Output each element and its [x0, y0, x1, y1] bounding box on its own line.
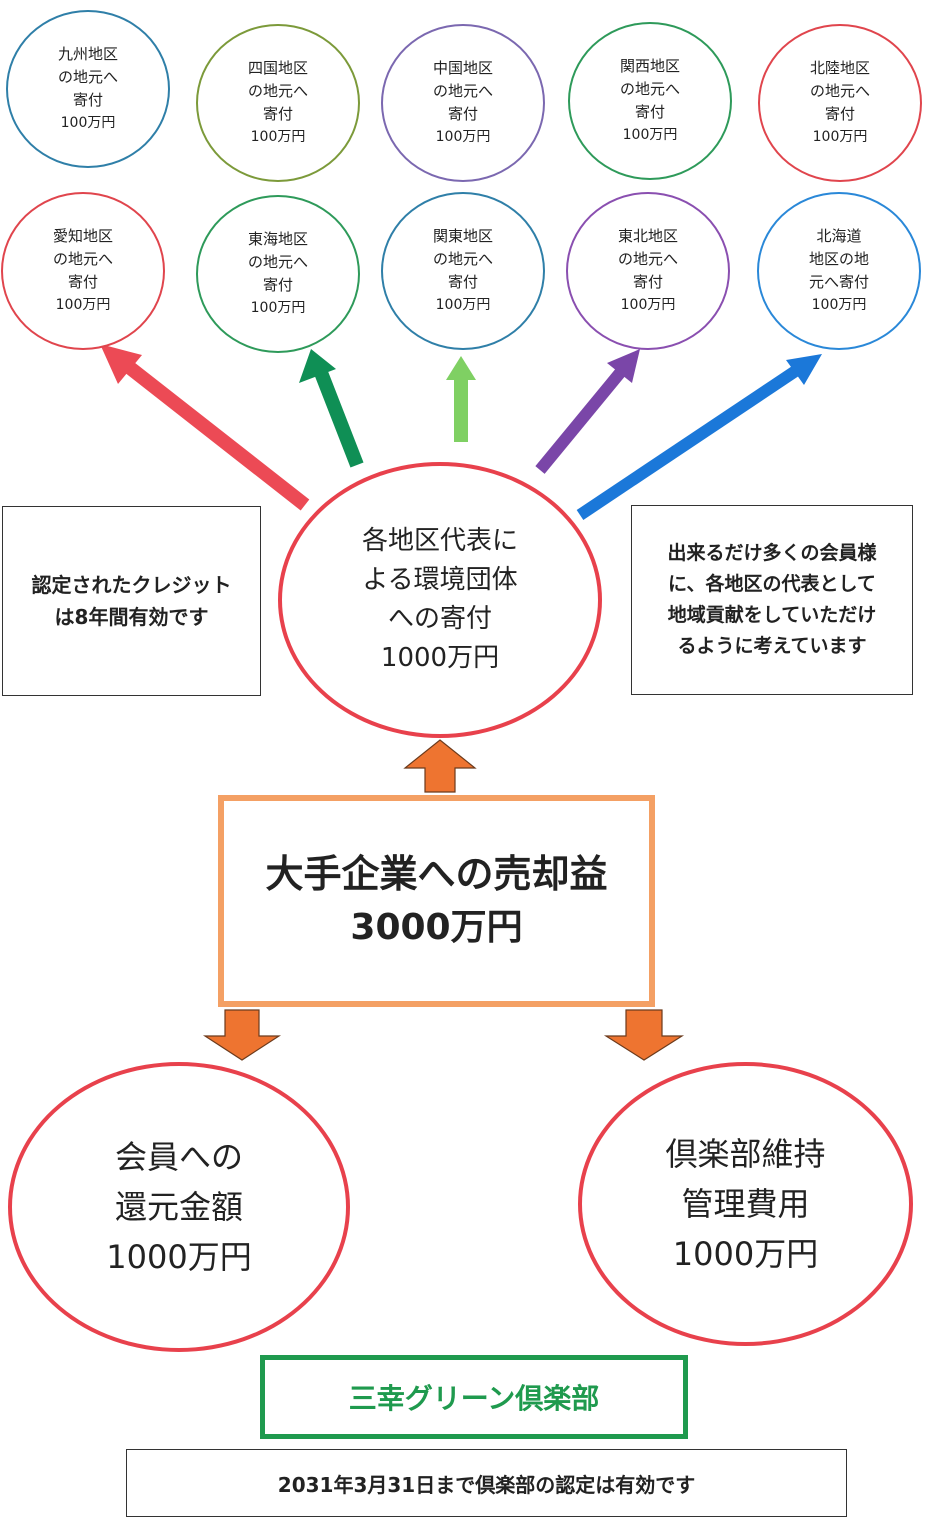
region-line: の地元へ	[432, 250, 493, 268]
sale-profit-box: 大手企業への売却益 3000万円	[218, 795, 655, 1007]
region-line: の地元へ	[432, 82, 493, 100]
club-name: 三幸グリーン倶楽部	[348, 1382, 600, 1415]
note-credit-validity: 認定されたクレジット は8年間有効です	[2, 506, 261, 696]
sale-title: 大手企業への売却益	[265, 852, 608, 896]
club-cost-line: 倶楽部維持	[665, 1135, 826, 1173]
center-amount: 1000万円	[380, 643, 500, 673]
region-line: 九州地区	[57, 45, 118, 63]
club-cost-circle: 倶楽部維持 管理費用 1000万円	[578, 1062, 913, 1346]
down-arrow-right-icon	[603, 1009, 685, 1061]
note-line: 認定されたクレジット	[31, 573, 232, 597]
region-line: 元へ寄付	[808, 273, 869, 291]
region-line: の地元へ	[247, 82, 308, 100]
region-line: 東北地区	[617, 227, 678, 245]
center-line: よる環境団体	[362, 565, 518, 595]
center-line: 各地区代表に	[361, 526, 518, 556]
region-line: の地元へ	[617, 250, 678, 268]
note-member-contribution: 出来るだけ多くの会員様 に、各地区の代表として 地域貢献をしていただけ るように…	[631, 505, 913, 695]
arrowhead-hokkaido-icon	[786, 354, 822, 385]
arrow-to-hokkaido	[576, 363, 804, 520]
region-line: 寄付	[67, 273, 98, 291]
center-donation-circle: 各地区代表に よる環境団体 への寄付 1000万円	[278, 462, 602, 738]
validity-note: 2031年3月31日まで倶楽部の認定は有効です	[126, 1449, 847, 1517]
validity-text: 2031年3月31日まで倶楽部の認定は有効です	[277, 1472, 696, 1497]
member-return-line: 還元金額	[114, 1188, 243, 1226]
member-return-circle: 会員への 還元金額 1000万円	[8, 1062, 350, 1352]
region-line: 東海地区	[247, 230, 308, 248]
region-amount: 100万円	[811, 297, 867, 313]
region-circle-chugoku: 中国地区 の地元へ 寄付 100万円	[381, 24, 545, 182]
region-line: 寄付	[262, 105, 293, 123]
arrowhead-tokai-icon	[299, 349, 336, 383]
club-cost-line: 管理費用	[681, 1185, 810, 1223]
region-amount: 100万円	[622, 127, 678, 143]
member-return-line: 会員への	[114, 1138, 243, 1176]
region-line: の地元へ	[619, 80, 680, 98]
region-line: 寄付	[634, 103, 665, 121]
region-line: の地元へ	[809, 82, 870, 100]
arrowhead-kanto-icon	[446, 356, 476, 380]
region-line: 地区の地	[808, 250, 869, 268]
arrowhead-aichi-icon	[100, 344, 142, 384]
club-name-box: 三幸グリーン倶楽部	[260, 1355, 688, 1439]
region-amount: 100万円	[620, 297, 676, 313]
club-cost-amount: 1000万円	[672, 1235, 819, 1273]
region-amount: 100万円	[55, 297, 111, 313]
arrow-to-aichi	[115, 354, 310, 511]
region-line: の地元へ	[57, 68, 118, 86]
region-circle-tokai: 東海地区 の地元へ 寄付 100万円	[196, 195, 360, 353]
note-line: 地域貢献をしていただけ	[667, 604, 877, 626]
region-line: 寄付	[824, 105, 855, 123]
note-line: に、各地区の代表として	[668, 573, 876, 595]
region-circle-kansai: 関西地区 の地元へ 寄付 100万円	[568, 22, 732, 180]
member-return-amount: 1000万円	[106, 1238, 252, 1276]
region-line: 愛知地区	[52, 227, 113, 245]
note-line: は8年間有効です	[54, 605, 209, 629]
sale-amount: 3000万円	[350, 907, 523, 948]
region-circle-hokkaido: 北海道 地区の地 元へ寄付 100万円	[757, 192, 921, 350]
region-amount: 100万円	[250, 300, 306, 316]
note-line: るように考えています	[677, 635, 867, 657]
region-line: 寄付	[447, 105, 478, 123]
region-line: の地元へ	[247, 253, 308, 271]
region-line: 寄付	[72, 91, 103, 109]
arrow-to-tokai	[313, 367, 364, 468]
region-circle-aichi: 愛知地区 の地元へ 寄付 100万円	[1, 192, 165, 350]
region-line: 寄付	[632, 273, 663, 291]
up-arrow-icon	[403, 739, 477, 793]
region-line: 寄付	[447, 273, 478, 291]
region-circle-hokuriku: 北陸地区 の地元へ 寄付 100万円	[758, 24, 922, 182]
region-circle-kanto: 関東地区 の地元へ 寄付 100万円	[381, 192, 545, 350]
region-amount: 100万円	[250, 129, 306, 145]
region-amount: 100万円	[435, 297, 491, 313]
down-arrow-left-icon	[202, 1009, 282, 1061]
region-amount: 100万円	[60, 115, 116, 131]
region-line: 関東地区	[432, 227, 493, 245]
region-line: 関西地区	[619, 57, 680, 75]
region-line: 寄付	[262, 276, 293, 294]
region-line: 北海道	[816, 227, 862, 245]
center-line: への寄付	[387, 604, 492, 634]
arrow-to-tohoku	[535, 364, 629, 474]
region-circle-kyushu: 九州地区 の地元へ 寄付 100万円	[6, 10, 170, 168]
region-line: 北陸地区	[809, 59, 870, 77]
region-line: 四国地区	[247, 59, 308, 77]
note-line: 出来るだけ多くの会員様	[667, 542, 877, 564]
region-amount: 100万円	[812, 129, 868, 145]
region-amount: 100万円	[435, 129, 491, 145]
region-line: の地元へ	[52, 250, 113, 268]
region-line: 中国地区	[432, 59, 493, 77]
region-circle-tohoku: 東北地区 の地元へ 寄付 100万円	[566, 192, 730, 350]
arrowhead-tohoku-icon	[607, 349, 640, 383]
region-circle-shikoku: 四国地区 の地元へ 寄付 100万円	[196, 24, 360, 182]
